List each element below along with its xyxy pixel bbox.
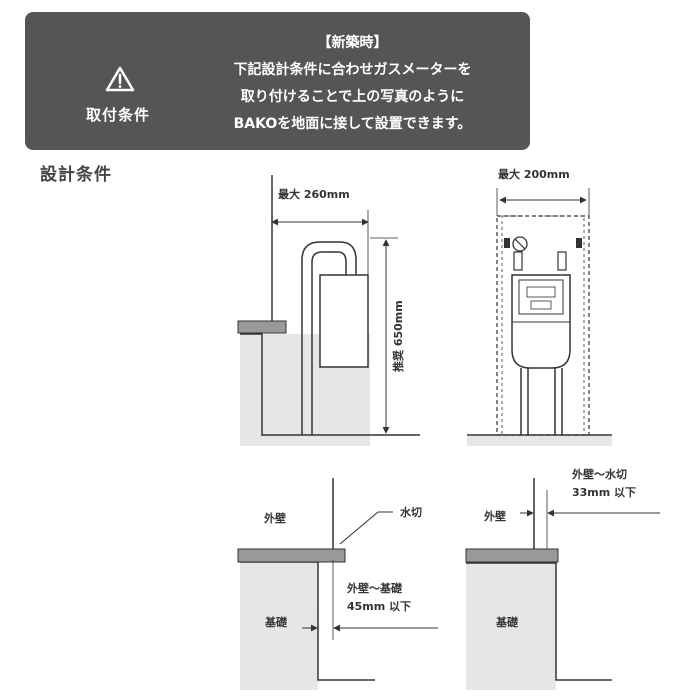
gas-meter-side (319, 274, 369, 368)
foundation-label-right: 基礎 (495, 615, 519, 629)
meter-stand-outer (301, 241, 357, 435)
banner-left-panel: 取付条件 (25, 12, 175, 150)
dim-width-label-side: 最大 260mm (278, 187, 350, 201)
banner-line-1: 下記設計条件に合わせガスメーターを (233, 62, 472, 78)
dim-label-left-2: 45mm 以下 (347, 600, 411, 613)
dim-label-left-1: 外壁～基礎 (346, 581, 403, 595)
flashing-left (237, 548, 346, 563)
side-view-diagram: 最大 260mm 推奨 650mm (237, 175, 420, 446)
ground-fill-front (467, 436, 612, 446)
flashing-side (237, 320, 287, 334)
foundation-label-left: 基礎 (264, 615, 288, 629)
pipe-fitting-left (504, 238, 510, 248)
installation-conditions-banner: 取付条件 【新築時】 下記設計条件に合わせガスメーターを 取り付けることで上の写… (25, 12, 530, 150)
condition-label: 取付条件 (85, 106, 150, 124)
banner-heading: 【新築時】 (317, 35, 388, 51)
meter-counter-window (526, 286, 556, 298)
dim-label-right-2: 33mm 以下 (572, 486, 636, 499)
detail-wall-to-flashing: 外壁 基礎 外壁～水切 33mm 以下 (465, 467, 660, 690)
foundation-fill-right (466, 563, 556, 690)
pipe-fitting-right (576, 238, 582, 248)
meter-stand-inner (311, 251, 347, 435)
dim-label-right-1: 外壁～水切 (571, 467, 627, 481)
banner-line-2: 取り付けることで上の写真のように (240, 89, 465, 105)
foundation-fill-left (240, 562, 318, 690)
flashing-leader-line (339, 511, 379, 545)
bako-inner-front (501, 215, 585, 436)
flashing-right (465, 548, 559, 563)
front-view-diagram: 最大 200mm (467, 167, 612, 446)
dim-width-label-front: 最大 200mm (498, 167, 570, 181)
foundation-outline-side (240, 333, 420, 436)
banner-line-3: BAKOを地面に接して設置できます。 (233, 116, 472, 132)
foundation-outline-right (466, 562, 612, 681)
flashing-label: 水切 (400, 505, 422, 519)
wall-label-left: 外壁 (263, 511, 286, 525)
dim-height-label-side: 推奨 650mm (391, 300, 405, 372)
detail-wall-to-foundation: 外壁 水切 基礎 外壁～基礎 45mm 以下 (237, 478, 438, 690)
wall-label-right: 外壁 (483, 509, 506, 523)
banner-text: 【新築時】 下記設計条件に合わせガスメーターを 取り付けることで上の写真のように… (185, 30, 520, 138)
section-title: 設計条件 (40, 165, 112, 185)
warning-triangle-icon (105, 66, 135, 92)
